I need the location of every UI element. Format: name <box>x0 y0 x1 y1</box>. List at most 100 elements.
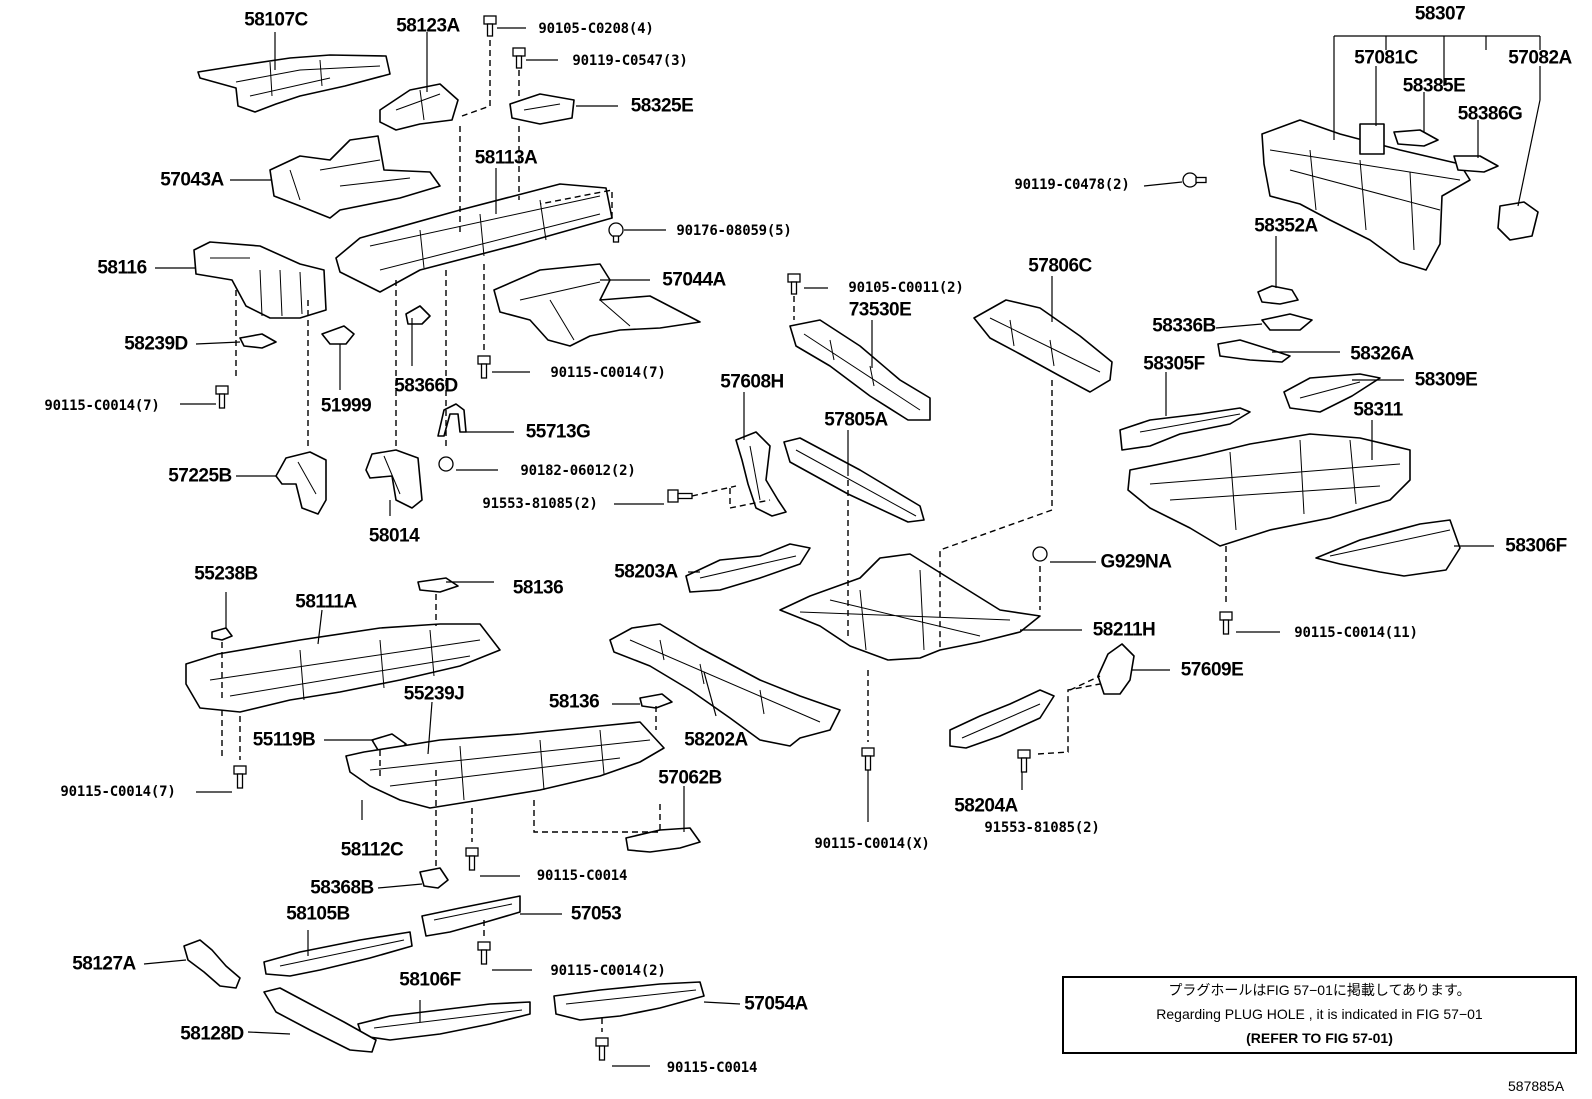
part-58326a-shape <box>1217 339 1291 363</box>
part-label[interactable]: 90115-C0014(2) <box>550 963 666 979</box>
part-label[interactable]: 55119B <box>252 729 316 751</box>
part-57608h-shape <box>735 431 787 517</box>
part-label[interactable]: 58326A <box>1350 343 1414 365</box>
part-58136-mid-shape <box>639 693 673 709</box>
part-label[interactable]: 58203A <box>614 561 678 583</box>
part-58106f-shape <box>357 1001 531 1041</box>
part-label[interactable]: 58305F <box>1143 353 1205 375</box>
part-58204a-shape <box>949 689 1055 749</box>
part-label[interactable]: 73530E <box>848 299 912 321</box>
part-58136-top-shape <box>417 577 459 593</box>
part-label[interactable]: 58202A <box>684 729 748 751</box>
part-label[interactable]: 90115-C0014(11) <box>1294 625 1418 641</box>
part-label[interactable]: 58307 <box>1414 3 1466 25</box>
part-label[interactable]: 58106F <box>399 969 461 991</box>
part-label[interactable]: 58368B <box>310 877 374 899</box>
part-55713g-shape <box>437 403 467 437</box>
part-58307-shape <box>1261 119 1471 271</box>
part-58336b-shape <box>1261 313 1313 331</box>
part-58309e-shape <box>1283 373 1381 413</box>
part-58014-shape <box>365 449 423 509</box>
part-label[interactable]: G929NA <box>1100 551 1172 573</box>
part-73530e-shape <box>789 319 931 421</box>
part-58385e-shape <box>1393 129 1439 147</box>
part-label[interactable]: 58113A <box>474 147 538 169</box>
part-label[interactable]: 57225B <box>168 465 232 487</box>
part-label[interactable]: 90182-06012(2) <box>520 463 636 479</box>
part-label[interactable]: 90176-08059(5) <box>676 223 792 239</box>
part-label[interactable]: 57609E <box>1180 659 1244 681</box>
part-label[interactable]: 90115-C0014 <box>666 1060 758 1076</box>
part-label[interactable]: 58385E <box>1402 75 1466 97</box>
part-label[interactable]: 57608H <box>720 371 784 393</box>
part-label[interactable]: 58136 <box>548 691 600 713</box>
part-label[interactable]: 58325E <box>630 95 694 117</box>
part-57082a-shape <box>1497 201 1539 241</box>
part-label[interactable]: 57806C <box>1028 255 1092 277</box>
part-label[interactable]: 58366D <box>394 375 458 397</box>
part-label[interactable]: 90115-C0014(7) <box>550 365 666 381</box>
part-label[interactable]: 55238B <box>194 563 258 585</box>
part-label[interactable]: 91553-81085(2) <box>482 496 598 512</box>
part-label[interactable]: 90105-C0208(4) <box>538 21 654 37</box>
part-57062b-shape <box>625 827 701 853</box>
part-label[interactable]: 58127A <box>72 953 136 975</box>
part-label[interactable]: 90105-C0011(2) <box>848 280 964 296</box>
part-label[interactable]: 91553-81085(2) <box>984 820 1100 836</box>
part-label[interactable]: 58107C <box>244 9 308 31</box>
part-58128d-shape <box>263 987 377 1053</box>
part-label[interactable]: 90115-C0014(X) <box>814 836 930 852</box>
part-58325e-shape <box>509 93 575 125</box>
part-label[interactable]: 90115-C0014(7) <box>60 784 176 800</box>
part-label[interactable]: 58128D <box>180 1023 244 1045</box>
part-label[interactable]: 90115-C0014(7) <box>44 398 160 414</box>
part-label[interactable]: 55713G <box>525 421 591 443</box>
part-label[interactable]: 58306F <box>1505 535 1567 557</box>
note-line-japanese: プラグホールはFIG 57−01に掲載してあります。 <box>1168 982 1471 998</box>
part-label[interactable]: 51999 <box>320 395 372 417</box>
part-57044a-shape <box>493 263 701 347</box>
part-label[interactable]: 57805A <box>824 409 888 431</box>
part-58368b-shape <box>419 867 449 889</box>
diagram-id: 587885A <box>1508 1078 1565 1094</box>
part-label[interactable]: 58123A <box>396 15 460 37</box>
part-57043a-shape <box>269 135 441 219</box>
part-57054a-shape <box>553 981 705 1021</box>
part-label[interactable]: 57054A <box>744 993 808 1015</box>
part-label[interactable]: 57044A <box>662 269 726 291</box>
part-label[interactable]: 58386G <box>1457 103 1523 125</box>
part-57225b-shape <box>275 451 327 515</box>
part-label[interactable]: 58336B <box>1152 315 1216 337</box>
part-label[interactable]: 57043A <box>160 169 224 191</box>
dashed-lines <box>221 40 1227 1032</box>
part-label[interactable]: 57053 <box>570 903 622 925</box>
note-box: プラグホールはFIG 57−01に掲載してあります。 Regarding PLU… <box>1062 976 1577 1054</box>
part-label[interactable]: 58116 <box>97 257 147 279</box>
part-label[interactable]: 58239D <box>124 333 188 355</box>
part-label[interactable]: 58309E <box>1414 369 1478 391</box>
part-label[interactable]: 57081C <box>1354 47 1418 69</box>
part-57609e-shape <box>1097 643 1135 695</box>
part-label[interactable]: 58105B <box>286 903 350 925</box>
part-58202a-shape <box>609 623 841 747</box>
part-label[interactable]: 57082A <box>1508 47 1572 69</box>
part-label[interactable]: 90119-C0478(2) <box>1014 177 1130 193</box>
part-label[interactable]: 58111A <box>295 591 357 613</box>
part-label[interactable]: 58136 <box>512 577 564 599</box>
part-58105b-shape <box>263 931 413 977</box>
part-label[interactable]: 57062B <box>658 767 722 789</box>
part-label[interactable]: 58352A <box>1254 215 1318 237</box>
part-label[interactable]: 58112C <box>340 839 404 861</box>
part-label[interactable]: 58211H <box>1092 619 1156 641</box>
part-label[interactable]: 58014 <box>368 525 420 547</box>
part-55238b-shape <box>211 627 233 641</box>
part-51999-shape <box>321 325 355 345</box>
part-58112c-shape <box>345 721 665 809</box>
part-label[interactable]: 58204A <box>954 795 1018 817</box>
part-label[interactable]: 90119-C0547(3) <box>572 53 688 69</box>
part-label[interactable]: 55239J <box>403 683 465 705</box>
part-58111a-shape <box>185 623 501 713</box>
part-label[interactable]: 90115-C0014 <box>536 868 628 884</box>
part-label[interactable]: 58311 <box>1353 399 1403 421</box>
